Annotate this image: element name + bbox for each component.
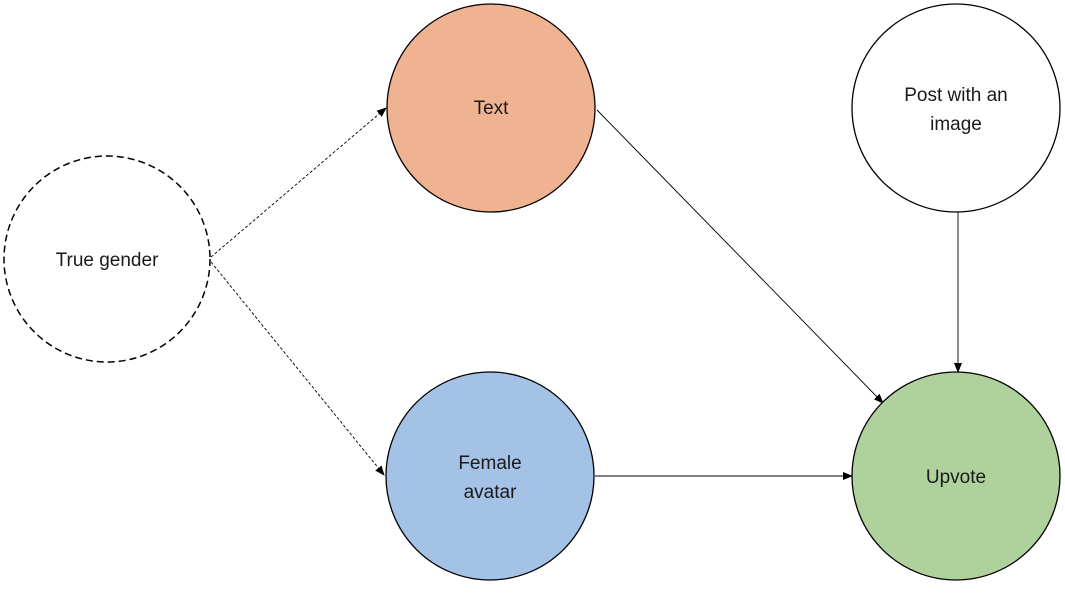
node-upvote-label: Upvote (926, 467, 986, 488)
node-true-gender-label: True gender (56, 250, 159, 271)
node-post-with-image-circle (851, 3, 1061, 213)
node-true-gender-circle (3, 155, 211, 363)
node-upvote-circle (851, 371, 1061, 581)
node-upvote: Upvote (851, 371, 1061, 581)
node-post-with-image: Post with an image (851, 3, 1061, 213)
node-female-avatar: Female avatar (385, 371, 595, 581)
node-text: Text (386, 3, 596, 213)
node-female-avatar-circle (385, 371, 595, 581)
node-female-avatar-label-line1: Female (458, 453, 521, 474)
node-female-avatar-label-line2: avatar (464, 482, 517, 503)
node-true-gender: True gender (3, 155, 211, 363)
node-text-circle (386, 3, 596, 213)
edge-text-to-upvote (596, 109, 884, 404)
edge-true-gender-to-text (210, 107, 387, 258)
node-text-label: Text (474, 98, 510, 119)
edge-true-gender-to-female-avatar (210, 261, 385, 476)
node-post-with-image-label-line2: image (930, 114, 982, 135)
node-post-with-image-label-line1: Post with an (904, 85, 1008, 106)
